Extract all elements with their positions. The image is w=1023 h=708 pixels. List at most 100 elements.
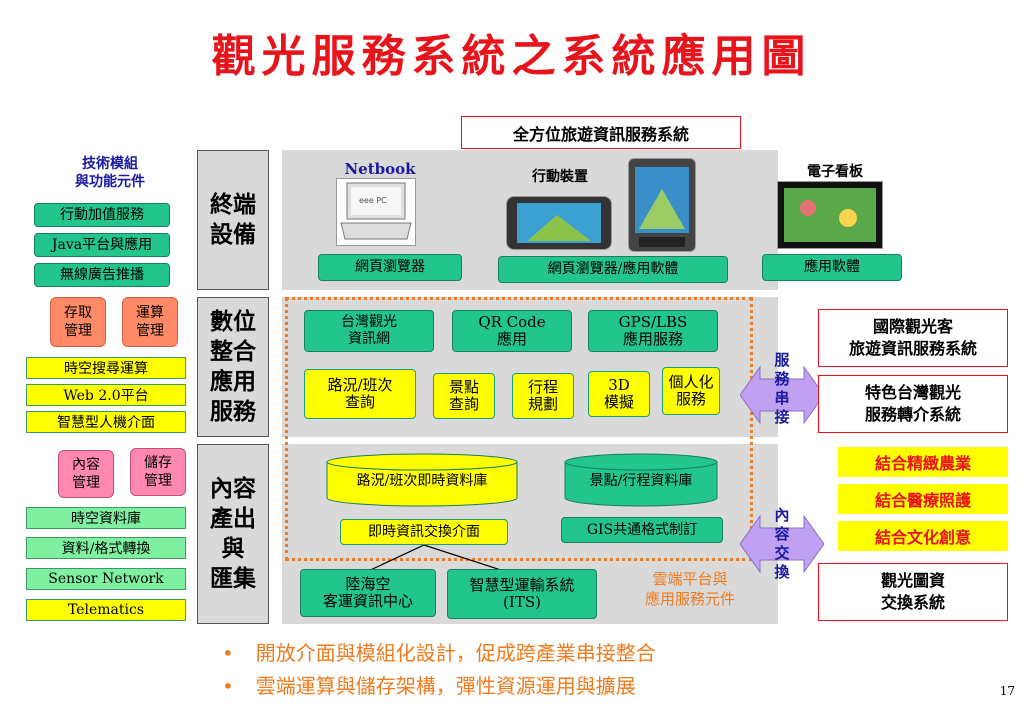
compute-line1: 運算 [136, 305, 164, 321]
tech-terminal-item: 行動加值服務 [34, 203, 170, 227]
svc2-line2: 應用 [496, 330, 527, 348]
center-line2: 客運資訊中心 [322, 592, 413, 610]
service-spot-query: 景點查詢 [433, 373, 495, 419]
section-content-label: 內容產出與匯集 [197, 444, 269, 624]
combo-culture: 結合文化創意 [838, 521, 1008, 551]
tech-terminal-item: Java平台與應用 [34, 233, 170, 257]
page-number: 17 [999, 684, 1015, 698]
svc1-line2: 資訊網 [348, 331, 390, 347]
center-line1: 陸海空 [345, 575, 391, 593]
combo-agriculture: 結合精緻農業 [838, 447, 1008, 477]
access-line2: 管理 [64, 323, 92, 339]
section-digital-label: 數位整合應用服務 [197, 297, 269, 437]
svc5-line2: 查詢 [448, 395, 479, 413]
browser-box: 網頁瀏覽器 [318, 254, 462, 281]
exchange-interface-box: 即時資訊交換介面 [340, 519, 508, 545]
content-mgmt-line1: 內容 [72, 457, 100, 473]
realtime-database-icon [326, 453, 518, 507]
tech-terminal-item: 無線廣告推播 [34, 263, 170, 287]
signage-label: 電子看板 [807, 164, 863, 180]
content-char: 內 [774, 506, 790, 524]
browser-app-box: 網頁瀏覽器/應用軟體 [498, 256, 728, 283]
exchange-line1: 觀光圖資 [880, 571, 945, 590]
svc5-line1: 景點 [448, 378, 479, 396]
access-management-box: 存取管理 [50, 297, 106, 347]
digital-line1: 數位 [210, 308, 256, 335]
intl-line1: 國際觀光客 [872, 317, 953, 336]
content-line2: 產出 [210, 505, 256, 532]
tech-content-item: Sensor Network [26, 568, 186, 590]
svc3-line2: 應用服務 [622, 330, 683, 348]
tech-heading-line1: 技術模組 [82, 156, 138, 172]
bullet-item: •開放介面與模組化設計，促成跨產業串接整合 [222, 637, 842, 666]
service-char: 務 [774, 370, 790, 388]
section-terminal-label: 終端設備 [197, 150, 269, 290]
content-mgmt-line2: 管理 [72, 475, 100, 491]
cloud-line2: 應用服務元件 [644, 590, 735, 608]
tech-digital-item: 智慧型人機介面 [26, 411, 186, 433]
cloud-line1: 雲端平台與 [652, 570, 728, 588]
content-char: 換 [774, 563, 790, 581]
digital-line4: 服務 [210, 398, 256, 425]
app-box: 應用軟體 [762, 254, 902, 281]
tech-content-item: Telematics [26, 599, 186, 621]
svc2-line1: QR Code [478, 313, 546, 331]
bullet-dot-icon: • [222, 674, 234, 698]
top-system-box: 全方位旅遊資訊服務系統 [461, 116, 741, 149]
content-char: 交 [774, 544, 790, 562]
bullet-dot-icon: • [222, 641, 234, 665]
svc4-line1: 路況/班次 [327, 376, 393, 394]
content-line3: 與 [221, 535, 245, 562]
cloud-platform-label: 雲端平台與 應用服務元件 [615, 569, 765, 609]
content-exchange-arrow [740, 514, 824, 574]
tech-digital-item: Web 2.0平台 [26, 384, 186, 406]
tech-heading: 技術模組 與功能元件 [45, 155, 175, 191]
transit-center-box: 陸海空客運資訊中心 [300, 569, 436, 617]
combo-medical: 結合醫療照護 [838, 484, 1008, 514]
content-line4: 匯集 [210, 565, 256, 592]
storage-line2: 管理 [144, 473, 172, 489]
bullet-item: •雲端運算與儲存架構，彈性資源運用與擴展 [222, 670, 842, 699]
feature-line1: 特色台灣觀光 [864, 383, 961, 402]
map-exchange-system: 觀光圖資交換系統 [818, 563, 1008, 621]
content-exchange-text: 內 容 交 換 [768, 506, 796, 582]
intl-tourist-system: 國際觀光客旅遊資訊服務系統 [818, 309, 1008, 367]
service-link-arrow [740, 365, 824, 425]
feature-line2: 服務轉介系統 [864, 405, 961, 424]
service-link-text: 服 務 串 接 [768, 351, 796, 427]
svc8-line1: 個人化 [668, 373, 714, 391]
service-personalized: 個人化服務 [662, 367, 720, 415]
netbook-icon: eee PC [336, 178, 416, 246]
service-char: 服 [774, 351, 790, 369]
phone-icon [628, 158, 696, 252]
tech-heading-line2: 與功能元件 [75, 174, 145, 190]
netbook-label: Netbook [344, 160, 416, 178]
realtime-database-label: 路況/班次即時資料庫 [356, 473, 488, 489]
svc6-line1: 行程 [527, 378, 558, 396]
spot-database-label: 景點/行程資料庫 [589, 473, 693, 489]
svc7-line1: 3D [608, 376, 630, 394]
svc3-line1: GPS/LBS [618, 313, 688, 331]
page-title: 觀光服務系統之系統應用圖 [211, 31, 812, 82]
storage-line1: 儲存 [144, 455, 172, 471]
digital-line2: 整合 [210, 338, 256, 365]
its-line1: 智慧型運輸系統 [469, 576, 575, 594]
svc7-line2: 模擬 [603, 393, 634, 411]
cloud-platform-border [285, 297, 753, 561]
service-itinerary: 行程規劃 [512, 373, 574, 419]
its-box: 智慧型運輸系統(ITS) [447, 569, 597, 619]
digital-line3: 應用 [210, 368, 256, 395]
feature-referral-system: 特色台灣觀光服務轉介系統 [818, 375, 1008, 433]
intl-line2: 旅遊資訊服務系統 [848, 339, 977, 358]
service-char: 串 [774, 389, 790, 407]
service-char: 接 [774, 408, 790, 426]
gps-device-icon [506, 196, 612, 250]
tech-digital-item: 時空搜尋運算 [26, 357, 186, 379]
svc6-line2: 規劃 [527, 395, 558, 413]
spot-database-icon [564, 453, 718, 507]
content-management-box: 內容管理 [58, 450, 114, 498]
signage-icon [777, 181, 883, 249]
compute-line2: 管理 [136, 323, 164, 339]
